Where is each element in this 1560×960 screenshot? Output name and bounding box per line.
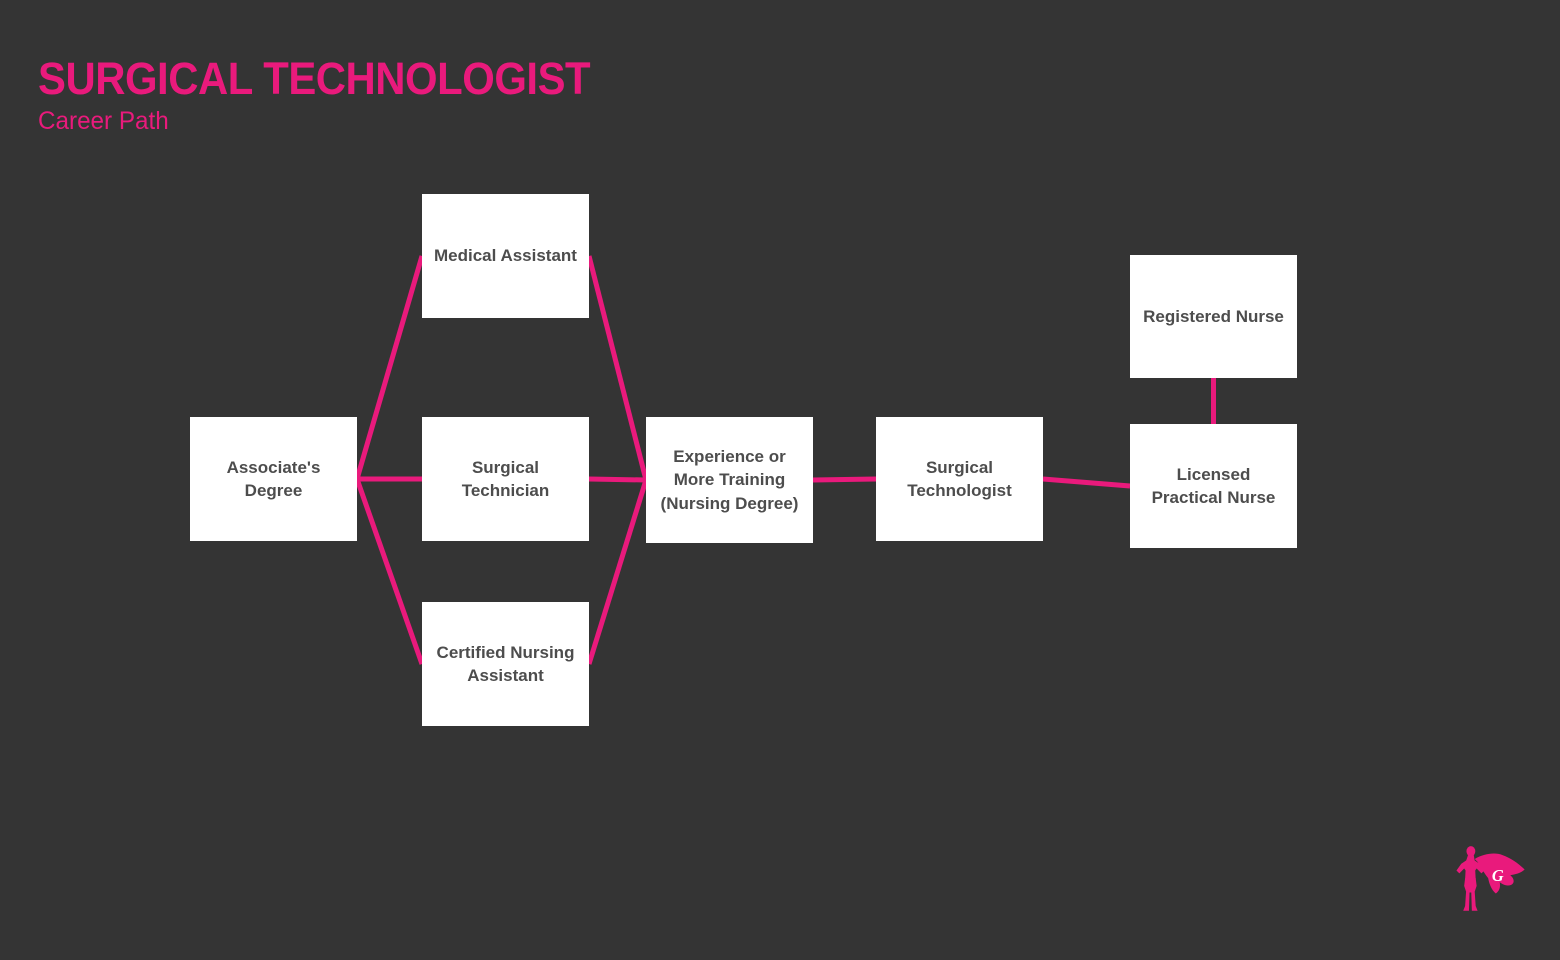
- node-surgical-technologist: Surgical Technologist: [876, 417, 1043, 541]
- node-label: Medical Assistant: [434, 246, 577, 266]
- page-subtitle: Career Path: [38, 107, 169, 135]
- page-header: SURGICAL TECHNOLOGIST Career Path: [38, 56, 632, 136]
- node-surgical-technician: Surgical Technician: [422, 417, 589, 541]
- node-medical-assistant: Medical Assistant: [422, 194, 589, 318]
- node-licensed-practical-nurse: Licensed Practical Nurse: [1130, 424, 1297, 548]
- node-certified-nursing-assistant: Certified Nursing Assistant: [422, 602, 589, 726]
- node-label: Certified Nursing Assistant: [436, 642, 575, 685]
- edge-certified-nursing-assistant--experience-or-more-training: [586, 479, 649, 665]
- node-registered-nurse: Registered Nurse: [1130, 255, 1297, 378]
- edge-surgical-technician--experience-or-more-training: [588, 476, 647, 483]
- edge-experience-or-more-training--surgical-technologist: [812, 476, 877, 483]
- node-label: Experience or More Training (Nursing Deg…: [660, 446, 799, 513]
- node-label: Associate's Degree: [226, 457, 321, 500]
- edge-medical-assistant--experience-or-more-training: [586, 255, 649, 481]
- node-label: Surgical Technician: [461, 457, 550, 500]
- node-label: Licensed Practical Nurse: [1151, 464, 1276, 507]
- node-associates-degree: Associate's Degree: [190, 417, 357, 541]
- edge-associates-degree--medical-assistant: [354, 255, 425, 480]
- logo-letter: G: [1492, 866, 1504, 885]
- node-experience-or-more-training: Experience or More Training (Nursing Deg…: [646, 417, 813, 543]
- superhero-icon: G: [1456, 846, 1525, 911]
- page-title: SURGICAL TECHNOLOGIST: [38, 53, 591, 104]
- edge-associates-degree--certified-nursing-assistant: [354, 478, 425, 665]
- cape-shape: [1474, 853, 1525, 894]
- node-label: Surgical Technologist: [907, 457, 1012, 500]
- gladeo-hero-logo: G: [1444, 838, 1540, 926]
- node-label: Registered Nurse: [1143, 306, 1284, 326]
- edge-surgical-technologist--licensed-practical-nurse: [1042, 476, 1131, 489]
